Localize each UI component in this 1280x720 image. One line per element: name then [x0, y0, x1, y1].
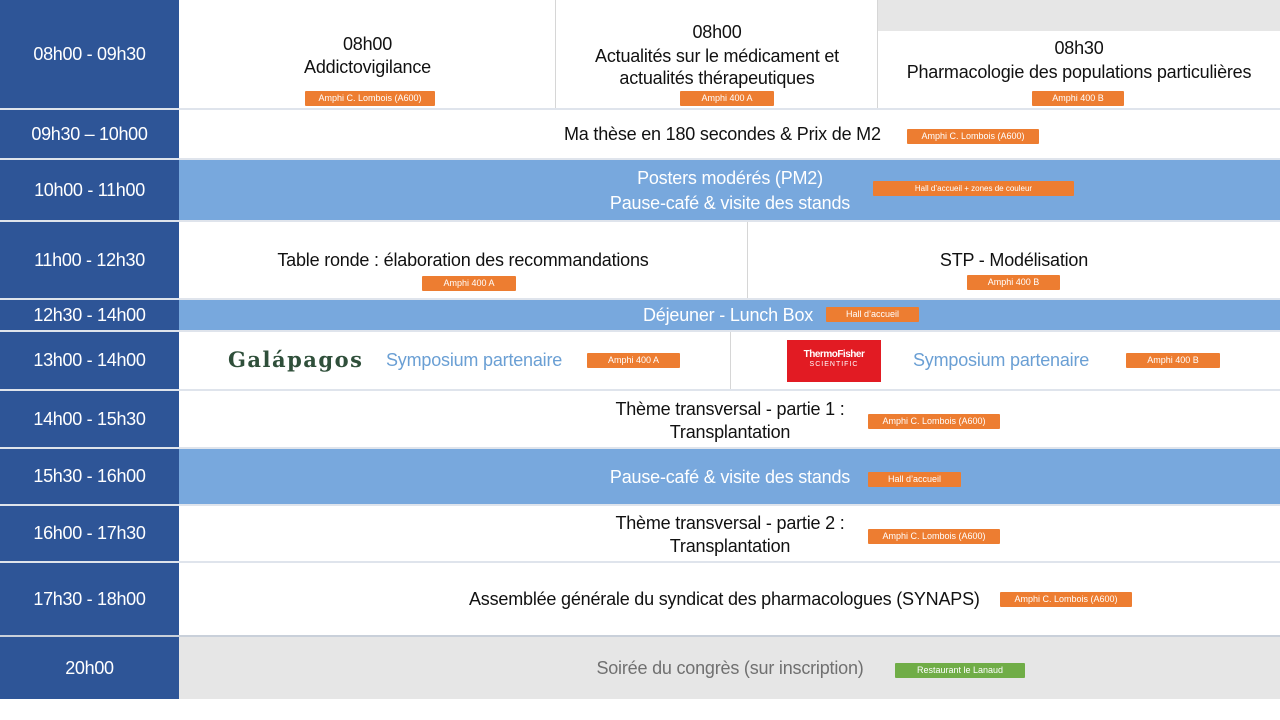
time-slot: 13h00 - 14h00 [0, 332, 179, 389]
column-divider [555, 0, 556, 108]
thermofisher-logo: ThermoFisher SCIENTIFIC [787, 340, 881, 382]
session-title: Pause-café & visite des stands [609, 467, 851, 487]
time-slot: 14h00 - 15h30 [0, 391, 179, 447]
session-title-line1: Thème transversal - partie 1 : [615, 399, 845, 419]
row-content: Déjeuner - Lunch Box Hall d’accueil [179, 300, 1280, 330]
row-separator [0, 561, 1280, 563]
room-badge: Hall d’accueil [826, 307, 919, 322]
schedule-row: 15h30 - 16h00 Pause-café & visite des st… [0, 449, 1280, 504]
schedule-row: 14h00 - 15h30 Thème transversal - partie… [0, 391, 1280, 447]
row-content: Assemblée générale du syndicat des pharm… [179, 563, 1280, 635]
time-slot: 09h30 – 10h00 [0, 110, 179, 158]
row-separator [0, 504, 1280, 506]
galapagos-logo: Galápagos [228, 347, 364, 372]
session-time: 08h00 [342, 34, 393, 54]
room-badge: Amphi C. Lombois (A600) [1000, 592, 1132, 607]
session-title: Symposium partenaire [386, 350, 563, 370]
session-title-line1: Actualités sur le médicament et [595, 46, 839, 66]
row-separator [0, 389, 1280, 391]
row-separator [0, 220, 1280, 222]
time-slot: 20h00 [0, 637, 179, 699]
schedule-row: 20h00 Soirée du congrès (sur inscription… [0, 637, 1280, 699]
session-title-line2: Pause-café & visite des stands [609, 193, 851, 213]
room-badge: Hall d’accueil + zones de couleur [873, 181, 1074, 196]
time-slot: 11h00 - 12h30 [0, 222, 179, 298]
schedule-row: 17h30 - 18h00 Assemblée générale du synd… [0, 563, 1280, 635]
row-separator [0, 635, 1280, 637]
session-title: Soirée du congrès (sur inscription) [596, 658, 864, 678]
session-title-line2: actualités thérapeutiques [619, 68, 815, 88]
row-separator [0, 158, 1280, 160]
row-content: Ma thèse en 180 secondes & Prix de M2 Am… [179, 110, 1280, 158]
schedule-row: 08h00 - 09h30 08h00 Addictovigilance Amp… [0, 0, 1280, 108]
session-title: Table ronde : élaboration des recommanda… [277, 250, 649, 270]
row-content: Pause-café & visite des stands Hall d’ac… [179, 449, 1280, 504]
schedule-row: 10h00 - 11h00 Posters modérés (PM2) Paus… [0, 160, 1280, 220]
thermofisher-logo-sub: SCIENTIFIC [809, 361, 859, 368]
row-content: 08h00 Addictovigilance Amphi C. Lombois … [179, 0, 1280, 108]
row-content: Thème transversal - partie 1 : Transplan… [179, 391, 1280, 447]
row-separator [0, 330, 1280, 332]
time-slot: 16h00 - 17h30 [0, 506, 179, 561]
row-separator [0, 298, 1280, 300]
row-content: Table ronde : élaboration des recommanda… [179, 222, 1280, 298]
session-title: Addictovigilance [304, 57, 431, 77]
row-content: Soirée du congrès (sur inscription) Rest… [179, 637, 1280, 699]
time-slot: 08h00 - 09h30 [0, 0, 179, 108]
room-badge: Restaurant le Lanaud [895, 663, 1025, 678]
row-separator [0, 108, 1280, 110]
session-title: Assemblée générale du syndicat des pharm… [469, 589, 980, 609]
session-title: Ma thèse en 180 secondes & Prix de M2 [564, 124, 881, 144]
column-divider [877, 0, 878, 108]
session-time: 08h00 [692, 22, 742, 42]
schedule-row: 11h00 - 12h30 Table ronde : élaboration … [0, 222, 1280, 298]
schedule-row: 09h30 – 10h00 Ma thèse en 180 secondes &… [0, 110, 1280, 158]
session-title: STP - Modélisation [939, 250, 1089, 270]
session-time: 08h30 [1054, 38, 1104, 58]
thermofisher-logo-name: ThermoFisher [803, 349, 865, 360]
session-title-line1: Posters modérés (PM2) [637, 168, 823, 188]
grey-header-strip [878, 0, 1280, 31]
session-title-line2: Transplantation [669, 422, 791, 442]
time-slot: 12h30 - 14h00 [0, 300, 179, 330]
session-title: Symposium partenaire [913, 350, 1090, 370]
row-separator [0, 447, 1280, 449]
time-slot: 10h00 - 11h00 [0, 160, 179, 220]
room-badge: Amphi 400 B [967, 275, 1060, 290]
session-title: Déjeuner - Lunch Box [643, 305, 814, 325]
room-badge: Amphi 400 A [587, 353, 680, 368]
row-content: Posters modérés (PM2) Pause-café & visit… [179, 160, 1280, 220]
room-badge: Amphi 400 B [1032, 91, 1124, 106]
session-title-line1: Thème transversal - partie 2 : [615, 513, 845, 533]
session-title-line2: Transplantation [669, 536, 791, 556]
column-divider [747, 222, 748, 298]
time-slot: 17h30 - 18h00 [0, 563, 179, 635]
room-badge: Amphi C. Lombois (A600) [305, 91, 435, 106]
room-badge: Amphi C. Lombois (A600) [868, 529, 1000, 544]
room-badge: Amphi 400 B [1126, 353, 1220, 368]
room-badge: Hall d’accueil [868, 472, 961, 487]
room-badge: Amphi C. Lombois (A600) [868, 414, 1000, 429]
schedule-row: 16h00 - 17h30 Thème transversal - partie… [0, 506, 1280, 561]
room-badge: Amphi C. Lombois (A600) [907, 129, 1039, 144]
schedule-row: 12h30 - 14h00 Déjeuner - Lunch Box Hall … [0, 300, 1280, 330]
schedule-row: 13h00 - 14h00 Galápagos Symposium parten… [0, 332, 1280, 389]
room-badge: Amphi 400 A [680, 91, 774, 106]
row-content: Galápagos Symposium partenaire Amphi 400… [179, 332, 1280, 389]
time-slot: 15h30 - 16h00 [0, 449, 179, 504]
column-divider [730, 332, 731, 389]
row-content: Thème transversal - partie 2 : Transplan… [179, 506, 1280, 561]
session-title: Pharmacologie des populations particuliè… [906, 62, 1252, 82]
room-badge: Amphi 400 A [422, 276, 516, 291]
